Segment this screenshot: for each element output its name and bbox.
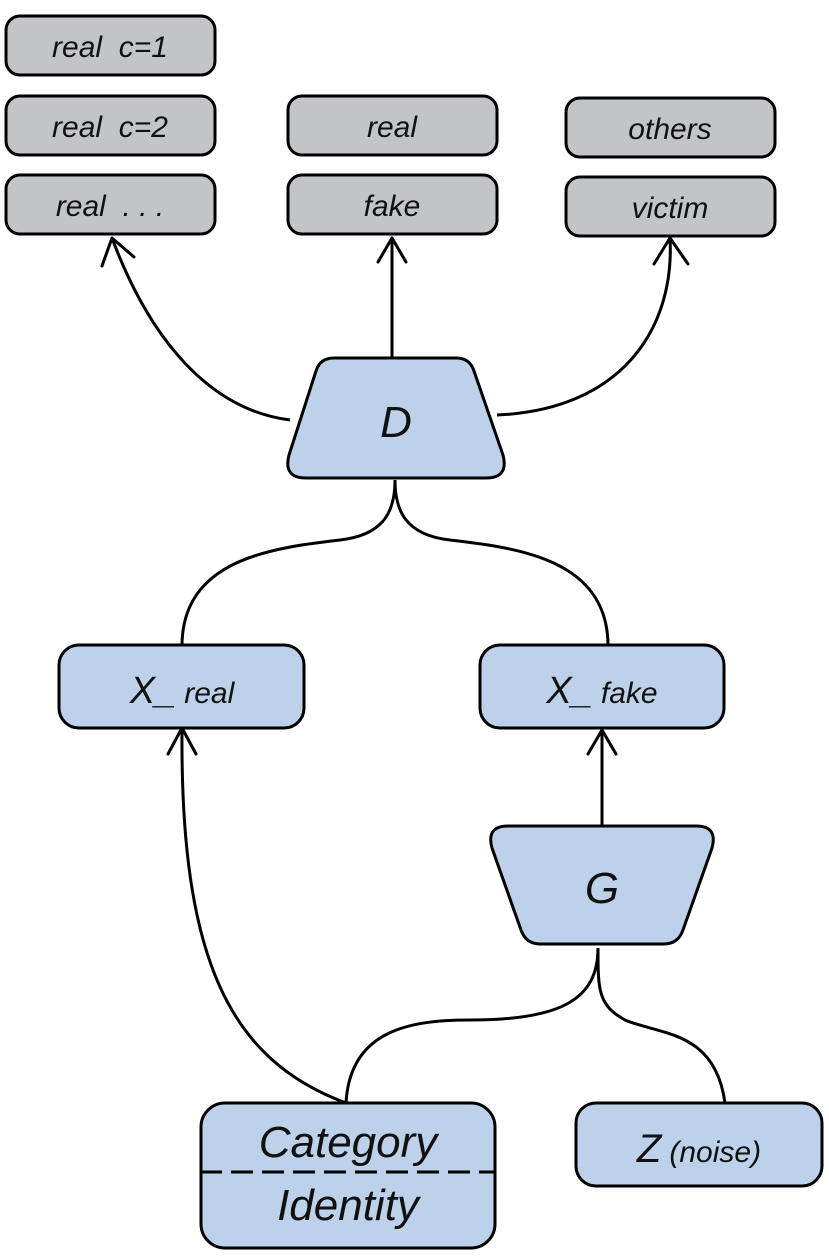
discriminator-node: D (286, 356, 506, 480)
output-box-real (286, 94, 499, 157)
discriminator-label: D (380, 398, 412, 447)
x-fake-main: X_ (545, 670, 592, 712)
edge-xfake-to-d (393, 479, 610, 647)
arrowhead-victim (652, 236, 690, 266)
edge-category-to-g (344, 947, 600, 1104)
edge-category-to-xreal (180, 727, 347, 1105)
arrowhead-authenticity (376, 236, 408, 264)
arrowhead-category (100, 236, 136, 268)
noise-sub: (noise) (669, 1136, 761, 1169)
noise-main: Z (636, 1127, 663, 1171)
noise-node: Z(noise) (574, 1101, 824, 1188)
output-label-real-c1: real c=1 (52, 31, 168, 64)
generator-node: G (489, 824, 715, 946)
edge-d-to-category (110, 237, 291, 422)
output-label-victim: victim (632, 192, 709, 225)
x-fake-sub: fake (601, 677, 658, 710)
output-box-real-c2 (4, 94, 217, 157)
output-label-others: others (628, 113, 711, 146)
edge-xreal-to-d (180, 479, 397, 647)
x-fake-box (478, 643, 726, 730)
x-fake-node: X_ fake (478, 643, 726, 730)
category-label: Category (259, 1118, 441, 1167)
edges (100, 236, 727, 1105)
output-box-others (564, 96, 777, 159)
output-label-real-c2: real c=2 (52, 111, 168, 144)
x-real-sub: real (184, 677, 235, 710)
discriminator-shape (286, 356, 506, 480)
edge-noise-to-g (596, 947, 727, 1104)
output-box-real-c1 (4, 14, 217, 77)
generator-shape (489, 824, 715, 946)
output-box-fake (286, 173, 499, 236)
x-real-main: X_ (129, 670, 176, 712)
output-box-real-more (4, 173, 217, 236)
edge-d-to-victim (496, 237, 672, 417)
output-box-victim (564, 175, 777, 238)
authenticity-output-group: real fake (286, 94, 499, 236)
category-output-group: real c=1 real c=2 real . . . (4, 14, 217, 236)
arrowhead-xfake (586, 728, 618, 756)
victim-output-group: others victim (564, 96, 777, 238)
generator-label: G (585, 864, 619, 913)
x-real-label: X_real (129, 670, 236, 712)
category-identity-node: Category Identity (199, 1101, 497, 1250)
category-identity-box (199, 1101, 497, 1250)
output-label-fake: fake (364, 190, 421, 223)
noise-label: Z(noise) (636, 1127, 761, 1171)
x-real-node: X_real (57, 643, 306, 730)
x-fake-label: X_ fake (545, 670, 657, 712)
noise-box (574, 1101, 824, 1188)
output-label-real-more: real . . . (56, 190, 164, 223)
output-label-real: real (367, 111, 418, 144)
x-real-box (57, 643, 306, 730)
identity-label: Identity (277, 1181, 422, 1230)
